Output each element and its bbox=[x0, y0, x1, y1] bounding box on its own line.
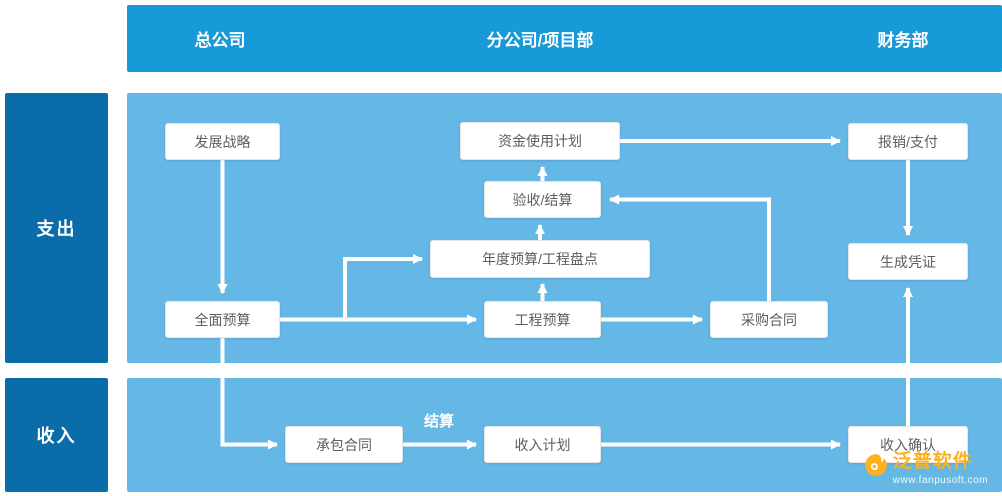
logo-text: 泛普软件 www.fanpusoft.com bbox=[892, 451, 988, 486]
node-annual-budget: 年度预算/工程盘点 bbox=[430, 240, 650, 278]
node-income-confirm: 收入确认 bbox=[848, 426, 968, 463]
node-voucher: 生成凭证 bbox=[848, 243, 968, 280]
node-income-plan: 收入计划 bbox=[484, 426, 601, 463]
edge-label-settlement: 结算 bbox=[423, 413, 454, 430]
header-col-head-office: 总公司 bbox=[194, 31, 246, 50]
row-label-expense: 支出 bbox=[5, 93, 108, 363]
logo-icon bbox=[864, 454, 887, 476]
node-procurement: 采购合同 bbox=[710, 301, 828, 338]
header-bar: 总公司 分公司/项目部 财务部 bbox=[127, 5, 1002, 72]
node-strategy: 发展战略 bbox=[165, 123, 280, 160]
node-reimburse: 报销/支付 bbox=[848, 123, 968, 160]
header-col-branch: 分公司/项目部 bbox=[486, 31, 594, 50]
node-contract: 承包合同 bbox=[285, 426, 403, 463]
logo-brand: 泛普软件 bbox=[892, 451, 973, 473]
header-col-finance: 财务部 bbox=[877, 31, 929, 50]
node-overall-budget: 全面预算 bbox=[165, 301, 280, 338]
logo-site: www.fanpusoft.com bbox=[892, 475, 988, 486]
node-fund-plan: 资金使用计划 bbox=[460, 122, 620, 160]
row-label-income: 收入 bbox=[5, 378, 108, 492]
node-acceptance: 验收/结算 bbox=[484, 181, 601, 218]
logo: 泛普软件 www.fanpusoft.com bbox=[863, 451, 988, 486]
node-project-budget: 工程预算 bbox=[484, 301, 601, 338]
